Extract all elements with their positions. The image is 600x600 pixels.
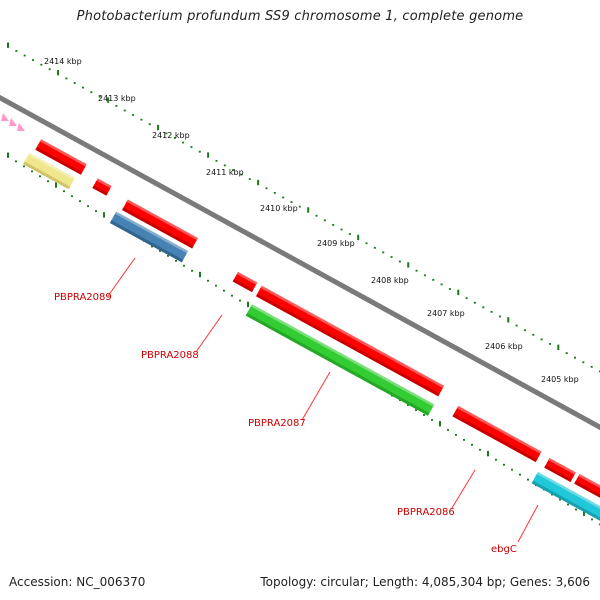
gene-cyan-body: [531, 471, 600, 525]
gene-red-3-body: [122, 199, 198, 249]
kbp-label: 2410 kbp: [260, 204, 298, 213]
gene-red-8-highlight: [578, 473, 600, 491]
gene-red-2-body: [92, 178, 112, 196]
gene-red-2-edge: [92, 185, 108, 196]
gene-red-6[interactable]: [452, 405, 542, 463]
chromosome-backbone: [0, 94, 600, 431]
gene-red-4[interactable]: [232, 271, 258, 293]
gene-red-1-highlight: [39, 139, 87, 167]
gene-blue-edge: [109, 220, 184, 263]
gene-red-3[interactable]: [122, 199, 198, 249]
gene-red-8[interactable]: [574, 473, 600, 499]
map-title: Photobacterium profundum SS9 chromosome …: [76, 9, 524, 24]
gene-green-highlight: [250, 304, 435, 407]
kbp-label: 2408 kbp: [371, 276, 409, 285]
gene-blue-body: [109, 211, 189, 263]
gene-red-5-highlight: [260, 285, 445, 388]
gene-features[interactable]: [1, 113, 600, 525]
scale-labels: 2414 kbp 2413 kbp 2412 kbp 2411 kbp 2410 kbp…: [44, 57, 579, 384]
gene-red-1-edge: [35, 147, 83, 175]
gene-red-7-body: [544, 457, 576, 483]
gene-green[interactable]: [245, 304, 435, 416]
pink-marker: [17, 123, 25, 131]
gene-red-3-edge: [122, 207, 194, 249]
gene-blue[interactable]: [109, 211, 189, 263]
gene-label-ebgc[interactable]: ebgC: [491, 544, 517, 555]
leader-line: [107, 257, 136, 297]
gene-red-8-body: [574, 473, 600, 499]
gene-red-4-highlight: [236, 271, 258, 285]
gene-red-6-body: [452, 405, 542, 463]
gene-red-4-body: [232, 271, 258, 293]
kbp-label: 2407 kbp: [427, 309, 465, 318]
gene-yellow-highlight: [28, 152, 75, 181]
accession-text: Accession: NC_006370: [9, 575, 146, 589]
scale-ticks: [7, 42, 600, 526]
gene-red-5-edge: [255, 293, 440, 397]
gene-red-2[interactable]: [92, 178, 112, 196]
gene-green-edge: [245, 313, 430, 416]
gene-yellow[interactable]: [23, 152, 75, 190]
gene-label-pbpra2086[interactable]: PBPRA2086: [397, 507, 455, 518]
leader-line: [195, 314, 223, 353]
leader-line: [451, 469, 476, 509]
kbp-label: 2412 kbp: [152, 131, 190, 140]
gene-red-7-highlight: [548, 457, 576, 475]
gene-red-4-edge: [232, 278, 254, 293]
gene-red-2-highlight: [96, 178, 112, 189]
gene-red-6-edge: [452, 413, 538, 463]
gene-red-1-body: [35, 139, 87, 175]
gene-red-1[interactable]: [35, 139, 87, 175]
pink-marker: [9, 118, 17, 126]
gene-cyan-edge: [531, 480, 600, 525]
label-leaders: [107, 257, 539, 543]
gene-red-5-body: [255, 285, 445, 397]
kbp-label: 2405 kbp: [541, 375, 579, 384]
gene-label-pbpra2088[interactable]: PBPRA2088: [141, 350, 199, 361]
gene-blue-highlight: [114, 211, 189, 254]
kbp-label: 2413 kbp: [98, 94, 136, 103]
pink-marker: [1, 113, 9, 121]
gene-label-pbpra2087[interactable]: PBPRA2087: [248, 418, 306, 429]
gene-green-body: [245, 304, 435, 416]
gene-yellow-body: [23, 152, 75, 190]
kbp-label: 2409 kbp: [317, 239, 355, 248]
kbp-label: 2411 kbp: [206, 168, 244, 177]
gene-cyan-highlight: [536, 471, 600, 515]
gene-red-7[interactable]: [544, 457, 576, 483]
kbp-label: 2406 kbp: [485, 342, 523, 351]
leader-line: [301, 371, 331, 421]
gene-red-6-highlight: [457, 405, 542, 454]
gene-red-8-edge: [574, 480, 600, 499]
leader-line: [517, 504, 539, 543]
kbp-label: 2414 kbp: [44, 57, 82, 66]
gene-yellow-edge: [23, 161, 71, 190]
gene-red-3-highlight: [126, 199, 198, 241]
gene-red-5[interactable]: [255, 285, 445, 397]
gene-label-pbpra2089[interactable]: PBPRA2089: [54, 292, 112, 303]
genome-stats: Topology: circular; Length: 4,085,304 bp…: [260, 575, 590, 589]
gene-red-7-edge: [544, 464, 572, 483]
gene-cyan[interactable]: [531, 471, 600, 525]
